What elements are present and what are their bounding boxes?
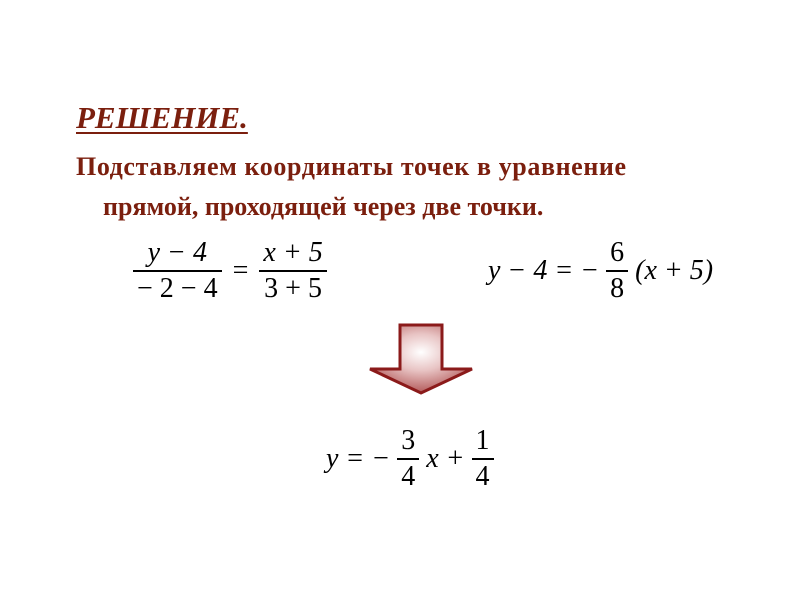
paragraph-line-2: прямой, проходящей через две точки.: [103, 192, 544, 221]
equals-sign: =: [232, 254, 249, 286]
fraction-one-quarter: 1 4: [471, 424, 494, 494]
fraction-numerator: 3: [401, 425, 416, 456]
fraction-lhs-denominator: − 2 − 4: [137, 272, 218, 304]
equation-final: y = − 3 4 x + 1 4: [326, 424, 494, 494]
solution-heading: РЕШЕНИЕ.: [76, 100, 248, 135]
down-arrow-icon: [369, 323, 473, 395]
fraction-denominator: 4: [475, 460, 490, 492]
fraction-lhs-numerator: y − 4: [147, 237, 207, 268]
fraction-bar: [606, 270, 629, 272]
fraction-denominator: 8: [610, 272, 625, 304]
fraction-bar: [397, 458, 420, 460]
equation-two-point-form: y − 4 − 2 − 4 = x + 5 3 + 5: [133, 236, 327, 306]
equation-simplified: y − 4 = − 6 8 (x + 5): [488, 236, 713, 306]
fraction-bar: [471, 458, 494, 460]
fraction-six-eighths: 6 8: [606, 236, 629, 306]
fraction-bar: [259, 270, 327, 272]
fraction-denominator: 4: [401, 460, 416, 492]
fraction-numerator: 6: [610, 237, 625, 268]
fraction-three-quarters: 3 4: [397, 424, 420, 494]
paragraph-line-1: Подставляем координаты точек в уравнение: [76, 152, 627, 181]
solution-paragraph: Подставляем координаты точек в уравнение…: [76, 147, 736, 227]
equation-final-middle: x +: [426, 442, 465, 474]
equation-simplified-rhs: (x + 5): [635, 254, 714, 286]
fraction-rhs-numerator: x + 5: [263, 237, 323, 268]
fraction-rhs: x + 5 3 + 5: [259, 236, 327, 306]
fraction-lhs: y − 4 − 2 − 4: [133, 236, 222, 306]
equation-simplified-lhs: y − 4 = −: [488, 254, 600, 286]
fraction-rhs-denominator: 3 + 5: [264, 272, 322, 304]
fraction-numerator: 1: [475, 425, 490, 456]
equation-final-lhs: y = −: [326, 442, 391, 474]
fraction-bar: [133, 270, 222, 272]
